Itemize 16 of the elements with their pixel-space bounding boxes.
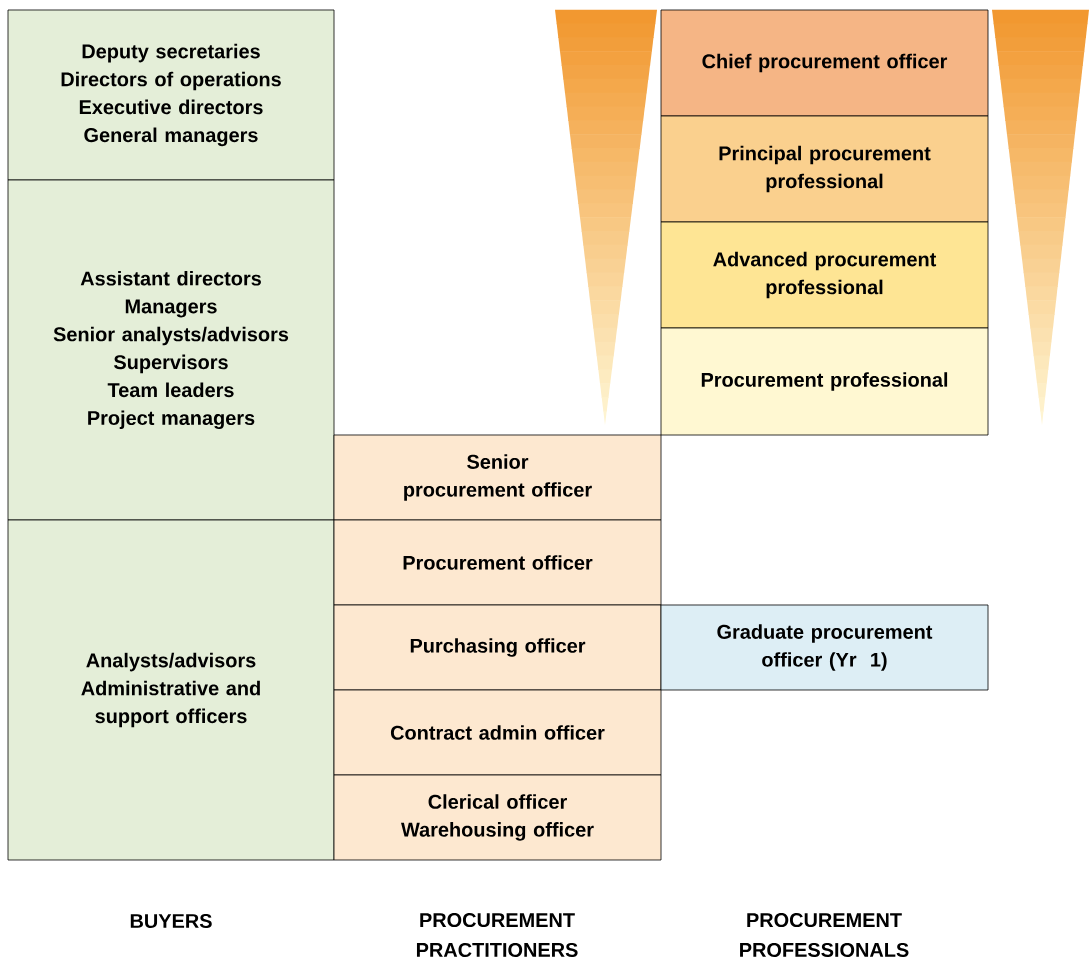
rank-box: Senior procurement officer [333,434,662,521]
rank-box: Assistant directors Managers Senior analysts/advisors Supervisors Team leaders Project managers [7,179,335,521]
rank-box: Principal procurement professional [660,115,989,223]
rank-box: Purchasing officer [333,604,662,691]
rank-box: Graduate procurement officer (Yr 1) [660,604,989,691]
rank-box: Contract admin officer [333,689,662,776]
column-heading: PROCUREMENT PRACTITIONERS [416,913,578,957]
rank-box: Procurement professional [660,327,989,436]
rank-box: Procurement officer [333,519,662,606]
rank-box: Deputy secretaries Directors of operations Executive directors General managers [7,9,335,181]
column-heading: PROCUREMENT PROFESSIONALS [740,913,909,957]
rank-box: Advanced procurement professional [660,221,989,329]
column-heading: BUYERS [130,913,212,929]
rank-box: Analysts/advisors Administrative and support officers [7,519,335,861]
rank-box: Chief procurement officer [660,9,989,117]
rank-box: Clerical officer Warehousing officer [333,774,662,861]
